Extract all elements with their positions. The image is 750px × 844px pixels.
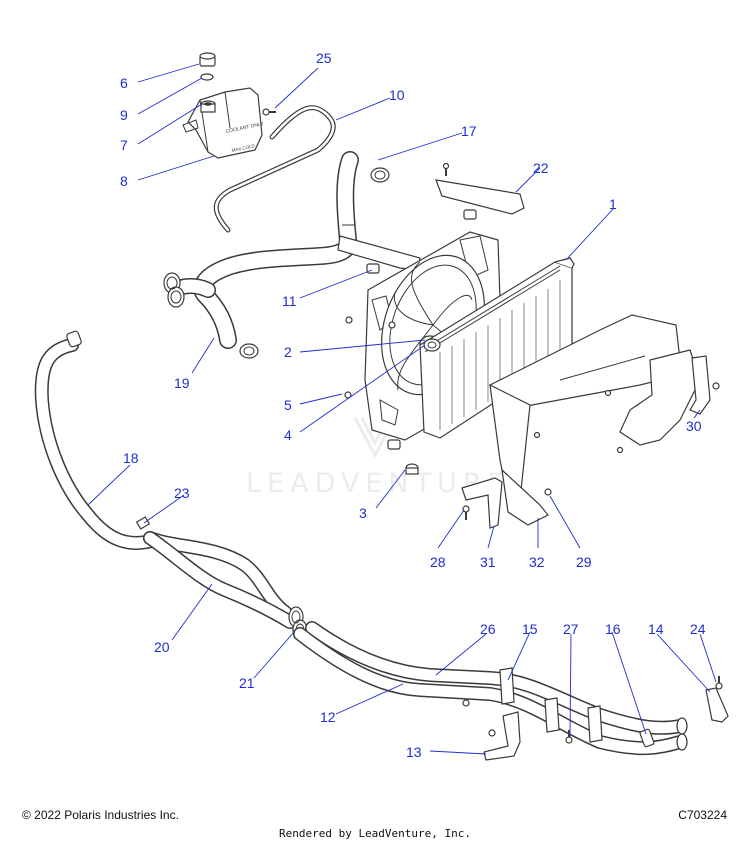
callout-30: 30: [686, 418, 702, 434]
leader-lines: [87, 63, 717, 755]
deflector-screws: [533, 389, 624, 454]
callout-9: 9: [120, 107, 128, 123]
filler-neck: [200, 100, 216, 113]
callout-27: 27: [563, 621, 579, 637]
callout-25: 25: [316, 50, 332, 66]
mount-bracket-14: [705, 687, 729, 723]
callout-21: 21: [239, 675, 255, 691]
callout-16: 16: [605, 621, 621, 637]
screw-28: [462, 505, 470, 520]
hose-clamps-19: [163, 272, 259, 359]
callout-15: 15: [522, 621, 538, 637]
radiator-hose-upper: [174, 151, 359, 349]
bolt-lower-hose: [462, 699, 496, 737]
screw-24: [715, 676, 723, 690]
screw-29: [544, 488, 552, 496]
callout-4: 4: [284, 427, 292, 443]
callout-6: 6: [120, 75, 128, 91]
radiator-bracket-22: [435, 162, 525, 215]
callout-24: 24: [690, 621, 706, 637]
air-deflector: [489, 314, 701, 526]
callout-3: 3: [359, 505, 367, 521]
callout-12: 12: [320, 709, 336, 725]
callout-19: 19: [174, 375, 190, 391]
hose-clip-16: [639, 728, 655, 748]
tank-screw: [262, 108, 276, 116]
coolant-hose-left: [34, 338, 162, 550]
hose-clamp-18: [66, 330, 82, 348]
coolant-hose-20: [143, 531, 297, 629]
callout-23: 23: [174, 485, 190, 501]
callout-5: 5: [284, 397, 292, 413]
callout-8: 8: [120, 173, 128, 189]
callout-14: 14: [648, 621, 664, 637]
coolant-reservoir: COOLANT ONLY MAX COLD: [182, 87, 265, 159]
radiator-cap: [423, 338, 441, 352]
deflector-bracket-30: [689, 355, 720, 415]
hose-brackets-15: [499, 667, 603, 743]
callout-31: 31: [480, 554, 496, 570]
watermark-text: LEADVENTURE: [246, 468, 511, 499]
callout-22: 22: [533, 160, 549, 176]
callout-29: 29: [576, 554, 592, 570]
hose-end-fittings: [676, 717, 688, 751]
callout-20: 20: [154, 639, 170, 655]
tank-label-max-cold: MAX COLD: [231, 143, 256, 153]
callout-numbers: 6 9 7 8 25 10 17 22 1 11 2 19 5 4 30 18 …: [120, 50, 706, 760]
callout-1: 1: [609, 196, 617, 212]
callout-10: 10: [389, 87, 405, 103]
hose-clamp-17: [370, 167, 390, 183]
overflow-hose: [213, 105, 336, 233]
rendered-by-text: Rendered by LeadVenture, Inc.: [278, 827, 472, 840]
coolant-hose-lower: [293, 621, 687, 756]
callout-7: 7: [120, 137, 128, 153]
callout-32: 32: [529, 554, 545, 570]
cap-gasket: [200, 73, 214, 81]
shroud-screws: [344, 316, 396, 399]
callout-2: 2: [284, 344, 292, 360]
copyright-text: © 2022 Polaris Industries Inc.: [22, 808, 179, 822]
callout-17: 17: [461, 123, 477, 139]
drawing-id: C703224: [678, 808, 727, 822]
radiator-grommet-3: [405, 463, 419, 475]
hose-bracket-13: [483, 711, 521, 761]
callout-13: 13: [406, 744, 422, 760]
callout-26: 26: [480, 621, 496, 637]
bleed-screw: [135, 516, 151, 530]
callout-11: 11: [282, 293, 297, 309]
reservoir-cap: [199, 52, 216, 67]
screw-27: [565, 730, 573, 744]
callout-18: 18: [123, 450, 139, 466]
callout-28: 28: [430, 554, 446, 570]
